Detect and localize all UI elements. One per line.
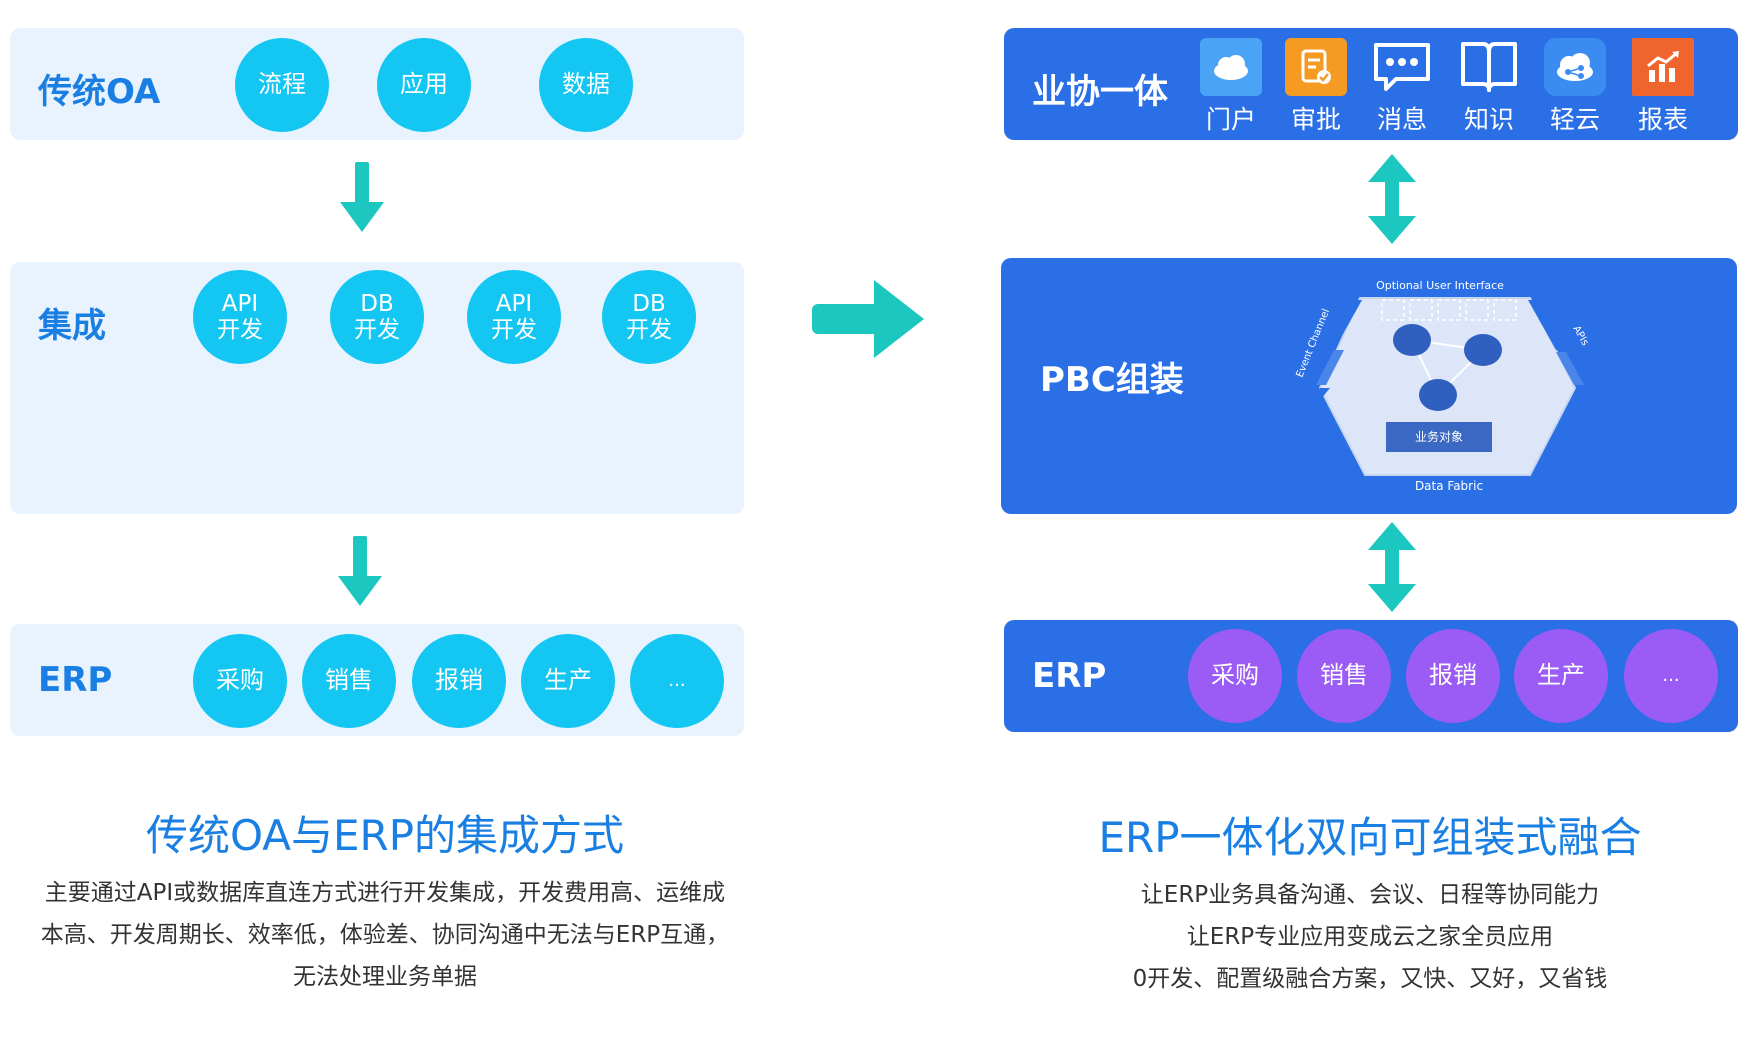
book-icon [1458, 38, 1520, 96]
right-erp-label: ERP [1032, 656, 1107, 696]
oa-label: 传统OA [38, 72, 161, 112]
chart-icon [1632, 38, 1694, 96]
right-caption-text: 让ERP业务具备沟通、会议、日程等协同能力 让ERP专业应用变成云之家全员应用 … [1132, 882, 1608, 992]
cloud-share-icon [1544, 38, 1606, 96]
right-erp-item-sales: 销售 [1297, 629, 1391, 723]
left-caption-title: 传统OA与ERP的集成方式 [145, 811, 625, 860]
down-arrow-icon [338, 536, 382, 606]
report-item: 报表 [1628, 38, 1698, 136]
right-erp-item-production: 生产 [1514, 629, 1608, 723]
knowledge-item: 知识 [1454, 38, 1524, 136]
right-caption-title: ERP一体化双向可组装式融合 [1098, 813, 1642, 862]
light-cloud-item: 轻云 [1540, 38, 1610, 136]
left-erp-item-reimbursement: 报销 [412, 634, 506, 728]
pbc-diagram: 业务对象 Optional User Interface Data Fabric… [1295, 279, 1591, 493]
approval-item: 审批 [1281, 38, 1351, 136]
right-erp-item-purchase: 采购 [1188, 629, 1282, 723]
left-erp-item-more: ... [630, 634, 724, 728]
left-caption-text: 主要通过API或数据库直连方式进行开发集成，开发费用高、运维成 本高、开发周期长… [40, 880, 730, 990]
collab-panel [1004, 28, 1738, 140]
down-arrow-icon [340, 162, 384, 232]
apis-label: APIs [1570, 324, 1590, 348]
right-erp-item-more: ... [1624, 629, 1718, 723]
message-icon [1371, 38, 1433, 96]
pbc-label: PBC组装 [1040, 360, 1184, 400]
double-arrow-icon [1368, 522, 1416, 612]
portal-item: 门户 [1196, 38, 1266, 136]
left-erp-label: ERP [38, 660, 113, 700]
double-arrow-icon [1368, 154, 1416, 244]
oa-item-data: 数据 [539, 38, 633, 132]
left-erp-item-production: 生产 [521, 634, 615, 728]
left-erp-item-purchase: 采购 [193, 634, 287, 728]
integration-label: 集成 [38, 306, 106, 346]
optional-ui-label: Optional User Interface [1376, 279, 1504, 292]
business-object-label: 业务对象 [1415, 429, 1463, 444]
data-fabric-label: Data Fabric [1415, 479, 1483, 493]
right-erp-item-reimbursement: 报销 [1406, 629, 1500, 723]
right-arrow-icon [812, 280, 924, 358]
collab-label: 业协一体 [1032, 72, 1168, 112]
oa-item-application: 应用 [377, 38, 471, 132]
cloud-icon [1200, 38, 1262, 96]
left-erp-item-sales: 销售 [302, 634, 396, 728]
message-item: 消息 [1367, 38, 1437, 136]
approval-icon [1285, 38, 1347, 96]
oa-item-process: 流程 [235, 38, 329, 132]
